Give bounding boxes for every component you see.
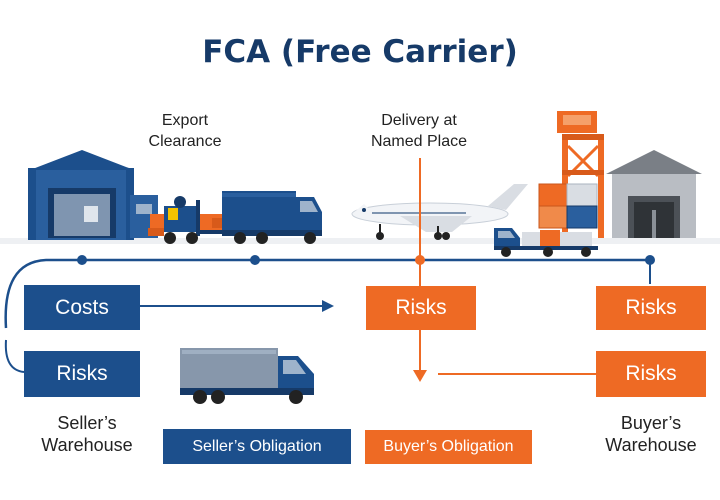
timeline-node bbox=[77, 255, 87, 265]
ground-line bbox=[0, 238, 720, 244]
port-crane-icon bbox=[538, 111, 604, 238]
export-clearance-line2: Clearance bbox=[148, 133, 222, 150]
timeline-node bbox=[250, 255, 260, 265]
costs-arrow-head bbox=[322, 300, 334, 312]
buyer-risks-top-box: Risks bbox=[596, 286, 706, 330]
export-clearance-line1: Export bbox=[161, 112, 209, 129]
container-truck-icon bbox=[494, 228, 598, 257]
lorry-icon bbox=[180, 348, 314, 404]
delivery-risks-box: Risks bbox=[366, 286, 476, 330]
delivery-truck-icon bbox=[222, 191, 322, 244]
seller-connector bbox=[4, 339, 25, 373]
page-title: FCA (Free Carrier) bbox=[202, 34, 518, 70]
timeline-line bbox=[4, 258, 650, 329]
seller-label-line2: Warehouse bbox=[41, 435, 133, 455]
export-clearance-label: Export Clearance bbox=[130, 110, 240, 152]
seller-risks-box: Risks bbox=[24, 351, 140, 397]
seller-label-line1: Seller’s bbox=[57, 413, 117, 433]
forklift-icon bbox=[148, 196, 236, 244]
seller-obligation-tag: Seller’s Obligation bbox=[163, 429, 351, 464]
delivery-point-label: Delivery at Named Place bbox=[356, 110, 482, 152]
buyer-warehouse-icon bbox=[606, 150, 702, 238]
seller-warehouse-label: Seller’s Warehouse bbox=[24, 412, 150, 456]
warehouse-icon bbox=[28, 150, 158, 240]
buyer-warehouse-label: Buyer’s Warehouse bbox=[596, 412, 706, 456]
costs-box: Costs bbox=[24, 285, 140, 330]
buyer-obligation-tag: Buyer’s Obligation bbox=[365, 430, 532, 464]
delivery-point-line2: Named Place bbox=[370, 133, 468, 150]
buyer-risks-bottom-box: Risks bbox=[596, 351, 706, 397]
buyer-label-line1: Buyer’s bbox=[620, 413, 682, 433]
delivery-arrow-head bbox=[413, 370, 427, 382]
delivery-point-line1: Delivery at bbox=[381, 112, 457, 129]
buyer-label-line2: Warehouse bbox=[605, 435, 697, 455]
